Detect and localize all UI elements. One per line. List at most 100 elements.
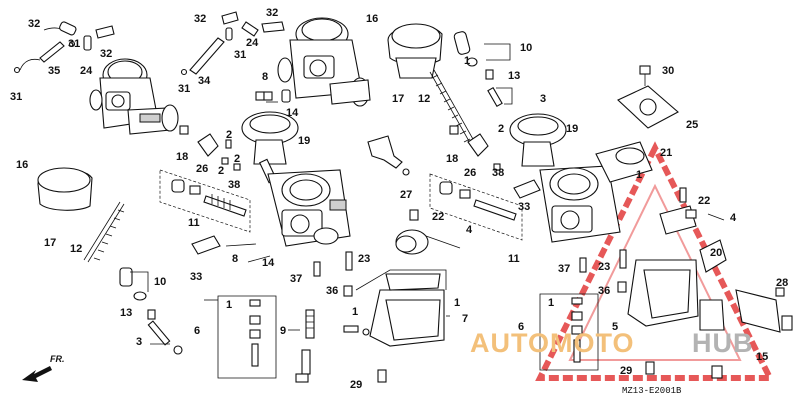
callout-3: 3 xyxy=(540,93,546,105)
callout-25: 25 xyxy=(686,119,698,131)
callout-16: 16 xyxy=(16,159,28,171)
spring-left xyxy=(83,201,125,263)
callout-33: 33 xyxy=(518,201,530,213)
callout-14: 14 xyxy=(286,107,299,119)
callout-21: 21 xyxy=(660,147,672,159)
callout-16: 16 xyxy=(366,13,378,25)
callout-6: 6 xyxy=(194,325,200,337)
callout-8: 8 xyxy=(232,253,238,265)
callout-24: 24 xyxy=(246,37,259,49)
callout-11: 11 xyxy=(188,217,200,229)
spring-top xyxy=(429,69,479,151)
callout-31: 31 xyxy=(178,83,190,95)
callout-29: 29 xyxy=(350,379,362,391)
needle-holder-left xyxy=(119,267,183,355)
callout-31: 31 xyxy=(10,91,22,103)
callout-5: 5 xyxy=(612,321,618,333)
needle-jet-panel-left xyxy=(159,169,251,233)
chamber-cover-left xyxy=(37,167,93,211)
hose-33-right xyxy=(513,179,541,199)
drain-screw-group-right xyxy=(579,187,697,293)
callout-leaders xyxy=(130,43,725,345)
callout-10: 10 xyxy=(520,42,532,54)
direction-label: FR. xyxy=(50,354,65,364)
callout-2: 2 xyxy=(234,153,240,165)
pilot-jet-group-left xyxy=(179,89,291,171)
carburetor-rear-left xyxy=(277,17,371,107)
callout-1: 1 xyxy=(226,299,232,311)
callout-1: 1 xyxy=(636,169,642,181)
callout-32: 32 xyxy=(194,13,206,25)
callout-38: 38 xyxy=(492,167,504,179)
callout-7: 7 xyxy=(462,313,468,325)
callout-1: 1 xyxy=(352,306,358,318)
watermark-text: AUTOMOTO HUB xyxy=(470,328,753,358)
pilot-jet-group-right xyxy=(449,125,501,171)
callout-29: 29 xyxy=(620,365,632,377)
callout-26: 26 xyxy=(464,167,476,179)
callout-23: 23 xyxy=(598,261,610,273)
diagram-code: MZ13-E2001B xyxy=(622,386,682,396)
callout-35: 35 xyxy=(48,65,60,77)
callout-20: 20 xyxy=(710,247,722,259)
callout-6: 6 xyxy=(518,321,524,333)
callout-12: 12 xyxy=(418,93,430,105)
callout-37: 37 xyxy=(558,263,570,275)
carburetor-body-center xyxy=(267,169,351,247)
callout-23: 23 xyxy=(358,253,370,265)
callout-13: 13 xyxy=(508,70,520,82)
vent-hose-group-mid xyxy=(180,11,285,76)
callout-30: 30 xyxy=(662,65,674,77)
callout-1: 1 xyxy=(548,297,554,309)
callout-12: 12 xyxy=(70,243,82,255)
diaphragm-right xyxy=(509,113,567,167)
watermark-primary: AUTOMOTO xyxy=(470,328,635,358)
callout-36: 36 xyxy=(598,285,610,297)
callout-1: 1 xyxy=(464,55,470,67)
callout-2: 2 xyxy=(498,123,504,135)
callout-37: 37 xyxy=(290,273,302,285)
callout-8: 8 xyxy=(262,71,268,83)
callout-1: 1 xyxy=(454,297,460,309)
callout-38: 38 xyxy=(228,179,240,191)
callout-3: 3 xyxy=(136,336,142,348)
callout-10: 10 xyxy=(154,276,166,288)
callout-22: 22 xyxy=(698,195,710,207)
callout-13: 13 xyxy=(120,307,132,319)
callout-2: 2 xyxy=(218,165,224,177)
callout-9: 9 xyxy=(280,325,286,337)
carburetor-front-left xyxy=(89,58,179,135)
callout-32: 32 xyxy=(100,48,112,60)
callout-32: 32 xyxy=(28,18,40,30)
callout-17: 17 xyxy=(392,93,404,105)
callout-17: 17 xyxy=(44,237,56,249)
callout-31: 31 xyxy=(234,49,246,61)
callout-31: 31 xyxy=(68,38,80,50)
callout-27: 27 xyxy=(400,189,412,201)
callout-33: 33 xyxy=(190,271,202,283)
callout-15: 15 xyxy=(756,351,768,363)
callout-19: 19 xyxy=(298,135,310,147)
choke-plunger xyxy=(395,209,461,255)
callout-24: 24 xyxy=(80,65,93,77)
watermark-triangle xyxy=(535,141,775,381)
float-panel-right xyxy=(539,293,599,371)
callout-34: 34 xyxy=(198,75,211,87)
callout-18: 18 xyxy=(176,151,188,163)
callout-18: 18 xyxy=(446,153,458,165)
diaphragm-left xyxy=(241,111,299,184)
callout-22: 22 xyxy=(432,211,444,223)
air-screw-assembly xyxy=(295,251,353,383)
throttle-bracket xyxy=(367,135,410,176)
cover-plate-right xyxy=(617,65,679,129)
callout-28: 28 xyxy=(776,277,788,289)
float-bowl-panel-center xyxy=(343,269,447,383)
float-bowl-panel-right xyxy=(627,259,725,379)
callout-4: 4 xyxy=(466,224,473,236)
float-panel-left xyxy=(217,295,277,379)
front-direction-arrow: FR. xyxy=(22,354,65,382)
hose-33-left xyxy=(191,235,221,255)
callout-4: 4 xyxy=(730,212,737,224)
callout-14: 14 xyxy=(262,257,275,269)
